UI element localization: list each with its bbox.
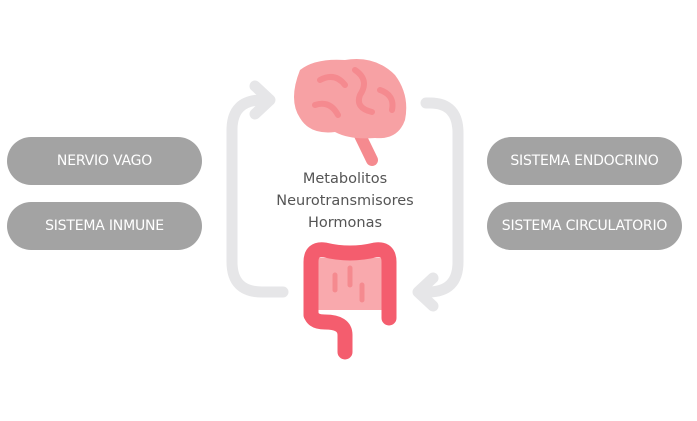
label-metabolitos: Metabolitos [302,171,388,187]
box-sistema-circulatorio: SISTEMA CIRCULATORIO [487,202,682,250]
box-sistema-inmune: SISTEMA INMUNE [7,202,202,250]
box-sistema-endocrino: SISTEMA ENDOCRINO [487,137,682,185]
label-hormonas: Hormonas [307,215,383,231]
right-cycle-arrow [412,97,464,312]
center-labels: Metabolitos Neurotransmisores Hormonas [260,168,430,234]
label-neurotransmisores: Neurotransmisores [276,193,414,209]
intestine-icon [303,242,397,360]
brain-icon [294,59,407,166]
box-nervio-vago: NERVIO VAGO [7,137,202,185]
left-cycle-arrow [226,80,289,298]
